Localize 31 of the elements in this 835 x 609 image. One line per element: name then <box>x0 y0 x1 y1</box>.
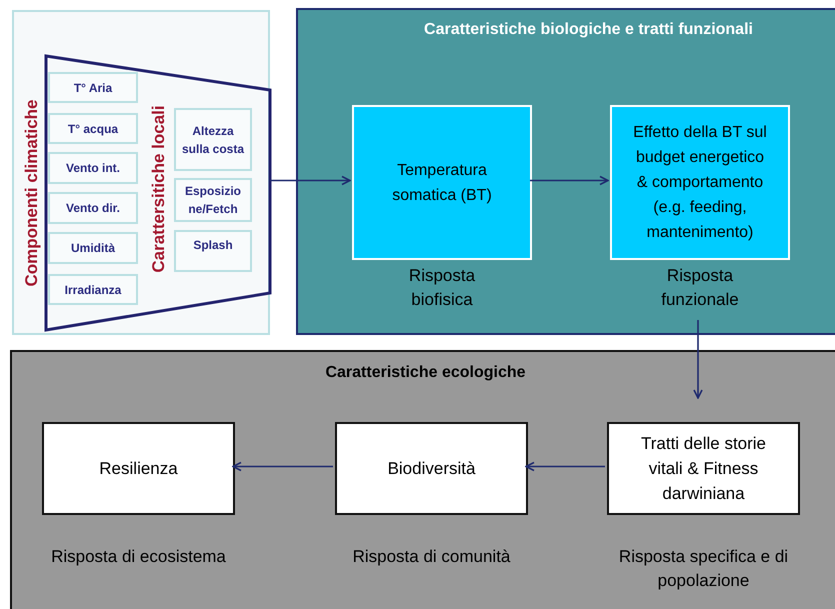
factor-box: Irradianza <box>48 274 138 305</box>
process-box: Effetto della BT sul budget energetico & comportamento (e.g. feeding, mantenimento) <box>610 105 790 260</box>
factor-box: T° acqua <box>48 113 138 144</box>
arrow <box>269 176 351 186</box>
factor-box: Vento dir. <box>48 192 138 224</box>
factor-box: Umidità <box>48 232 138 264</box>
vertical-heading: Componenti climatiche <box>21 98 42 289</box>
factor-box: Esposizio ne/Fetch <box>174 178 252 222</box>
group-panel <box>296 8 835 335</box>
response-label: Risposta funzionale <box>660 265 740 311</box>
group-panel <box>12 10 270 335</box>
process-box: Resilienza <box>42 422 235 515</box>
vertical-heading: Carattersitiche locali <box>148 104 169 275</box>
response-label: Risposta specifica e di popolazione <box>618 546 790 592</box>
arrow <box>530 176 609 186</box>
response-label: Risposta di comunità <box>352 546 512 568</box>
factor-box: Vento int. <box>48 152 138 184</box>
factor-box: Splash <box>174 230 252 272</box>
process-box: Temperatura somatica (BT) <box>352 105 532 260</box>
process-box: Biodiversità <box>335 422 528 515</box>
arrow <box>232 462 333 472</box>
panel-title: Caratteristiche ecologiche <box>324 363 527 383</box>
factor-box: T° Aria <box>48 72 138 103</box>
factor-box: Altezza sulla costa <box>174 108 252 171</box>
group-panel <box>10 350 835 609</box>
arrow <box>693 320 703 399</box>
panel-title: Caratteristiche biologiche e tratti funzionali <box>423 20 754 40</box>
response-label: Risposta biofisica <box>408 265 476 311</box>
process-box: Tratti delle storie vitali & Fitness darwiniana <box>607 422 800 515</box>
response-label: Risposta di ecosistema <box>50 546 227 568</box>
arrow <box>525 462 605 472</box>
